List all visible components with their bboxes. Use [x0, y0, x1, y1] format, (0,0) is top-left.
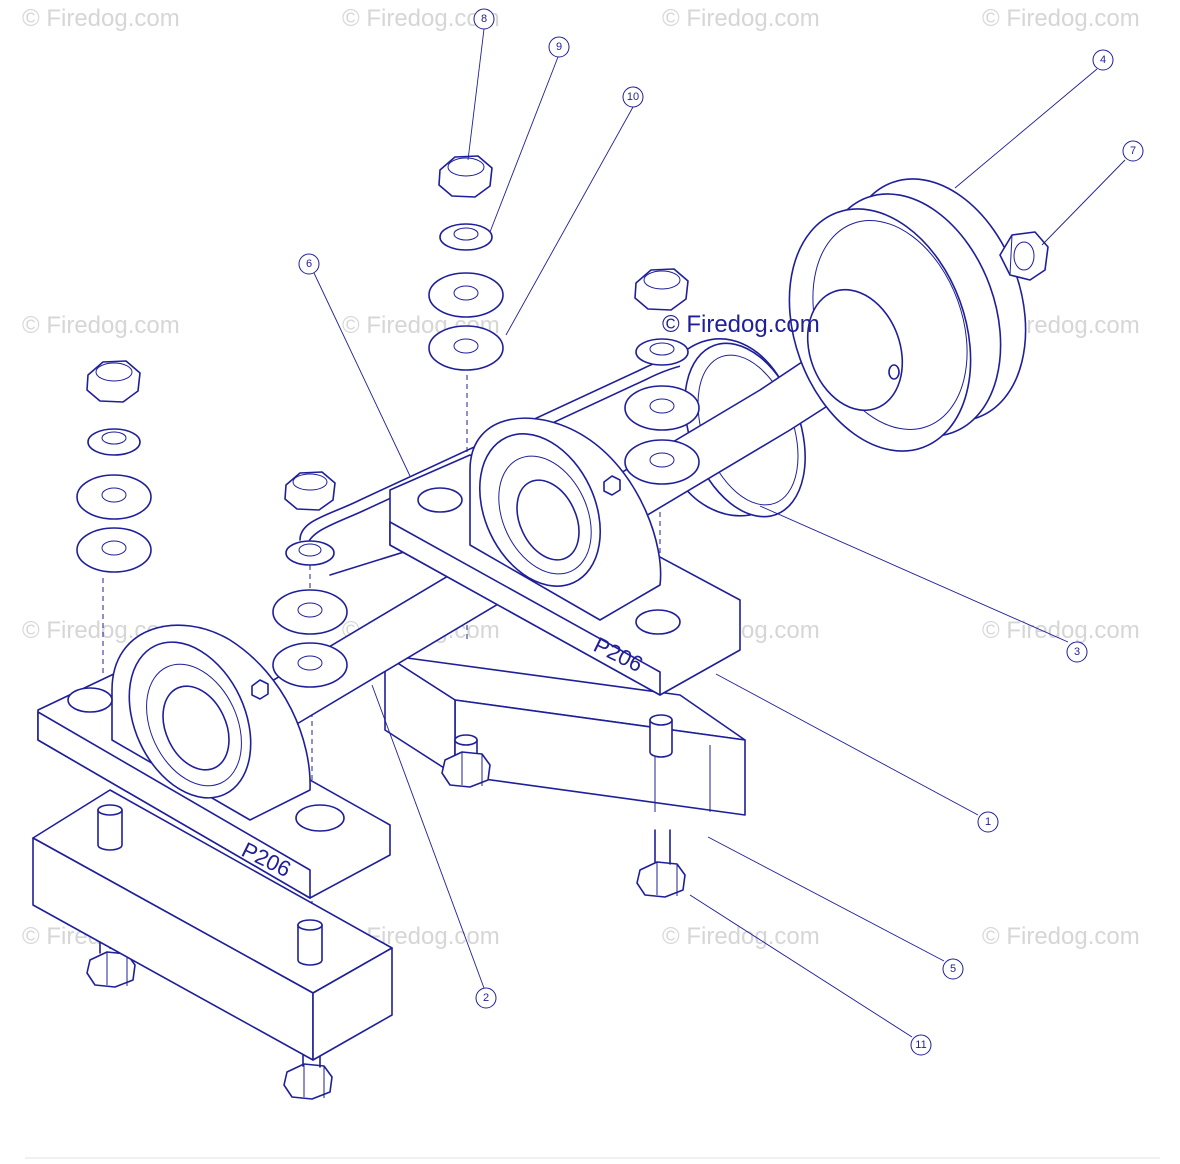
leader-lines — [313, 28, 1126, 1038]
callout-balloon: 7 — [1122, 140, 1144, 162]
callout-balloon: 9 — [548, 36, 570, 58]
shaft-end-nut — [999, 231, 1049, 281]
hardware-stack-right — [624, 268, 700, 485]
hardware-stack-top — [428, 155, 504, 371]
callout-balloon: 11 — [910, 1034, 932, 1056]
hardware-stack-left — [76, 360, 152, 573]
watermark: © Firedog.com — [22, 312, 180, 339]
bottom-hex-nuts — [86, 751, 686, 1100]
watermark: © Firedog.com — [982, 5, 1140, 32]
hardware-stack-middle — [272, 471, 348, 688]
callout-number: 4 — [1100, 54, 1106, 66]
watermark: © Firedog.com — [342, 5, 500, 32]
rear-pillow-block — [389, 417, 741, 696]
callout-balloon: 4 — [1092, 49, 1114, 71]
watermark: © Firedog.com — [22, 5, 180, 32]
callout-number: 8 — [481, 13, 487, 25]
callout-balloon: 2 — [475, 987, 497, 1009]
center-watermark: © Firedog.com — [662, 311, 820, 338]
callout-number: 10 — [627, 91, 639, 103]
front-block-studs — [97, 804, 323, 966]
callout-number: 3 — [1074, 646, 1080, 658]
callout-balloon: 1 — [977, 811, 999, 833]
callout-number: 5 — [950, 963, 956, 975]
callout-number: 6 — [306, 258, 312, 270]
callout-number: 1 — [985, 816, 991, 828]
callout-number: 2 — [483, 992, 489, 1004]
callout-number: 7 — [1130, 145, 1136, 157]
callout-balloon: 5 — [942, 958, 964, 980]
callout-number: 9 — [556, 41, 562, 53]
watermark: © Firedog.com — [982, 617, 1140, 644]
callout-balloon: 10 — [622, 86, 644, 108]
watermark: © Firedog.com — [662, 5, 820, 32]
callout-number: 11 — [915, 1039, 926, 1051]
watermark: © Firedog.com — [982, 923, 1140, 950]
callout-balloon: 8 — [473, 8, 495, 30]
v-groove-pulley — [788, 178, 1027, 452]
rear-mounting-block — [384, 654, 746, 816]
callout-balloon: 3 — [1066, 641, 1088, 663]
callout-balloon: 6 — [298, 253, 320, 275]
front-pillow-block — [37, 624, 391, 899]
callout-balloons: 1 2 3 4 5 6 7 8 — [298, 8, 1144, 1056]
